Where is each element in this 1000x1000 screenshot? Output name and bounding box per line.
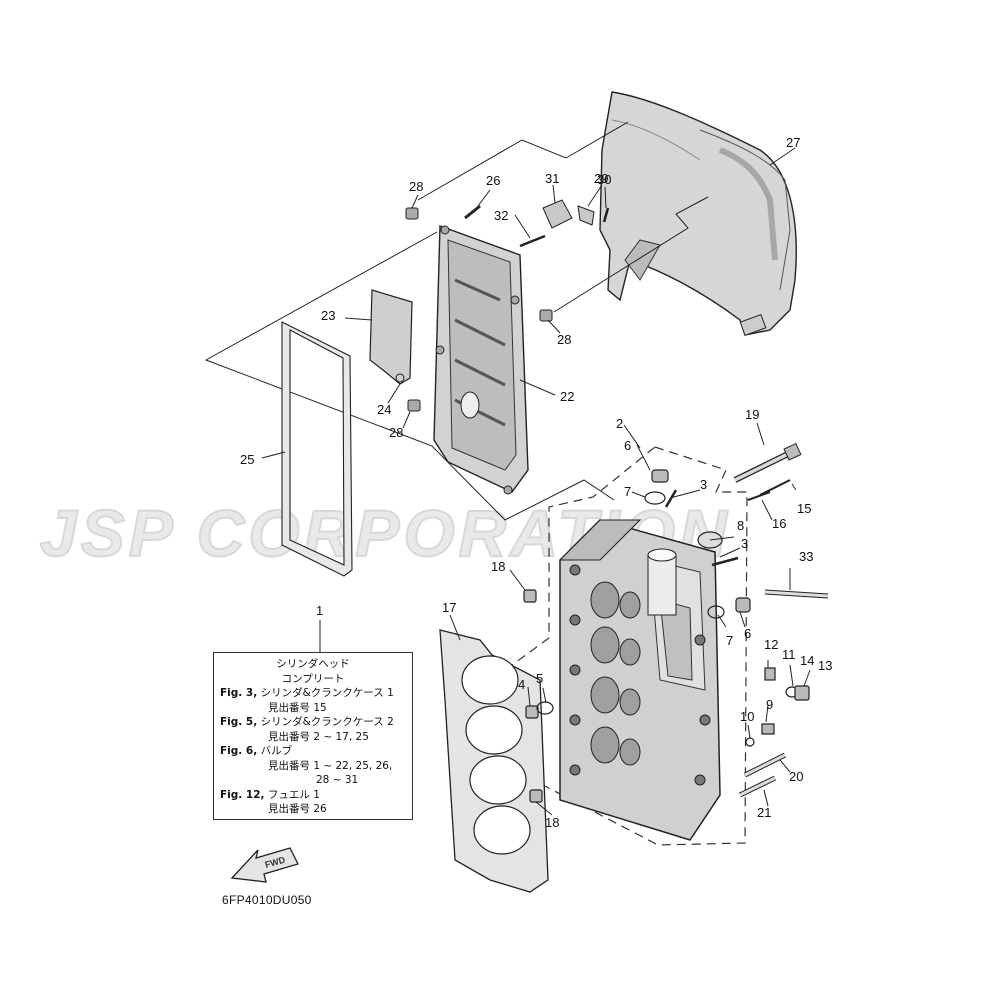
callout-21: 21: [757, 805, 772, 820]
callout-29: 29: [594, 171, 609, 186]
clip-29: [577, 205, 595, 226]
callout-3: 3: [700, 477, 708, 492]
cover-gasket: [281, 321, 353, 577]
callout-7: 7: [726, 633, 734, 648]
callout-25: 25: [240, 452, 255, 467]
small-fittings: [523, 469, 810, 803]
info-title-line1: シリンダヘッド: [276, 658, 350, 670]
diagram-code: 6FP4010DU050: [222, 893, 312, 907]
info-ref-2-fig: Fig. 5,: [220, 716, 258, 728]
callout-33: 33: [799, 549, 814, 564]
bolt-19: [733, 442, 802, 483]
callout-9: 9: [766, 697, 774, 712]
cover-plate-frame: [204, 231, 615, 521]
cover-leader-line: [417, 121, 629, 201]
leader-lines: [261, 147, 811, 816]
info-title-line2: コンプリート: [281, 672, 345, 685]
pin-15: [759, 479, 791, 496]
grommet-31: [542, 199, 573, 229]
callout-20: 20: [789, 769, 804, 784]
callout-6: 6: [624, 438, 632, 453]
callout-30: 30: [597, 172, 612, 187]
callout-22: 22: [560, 389, 575, 404]
callout-6: 6: [744, 626, 752, 641]
callout-17: 17: [442, 600, 457, 615]
info-ref-1: Fig. 3, シリンダ&クランクケース 1: [220, 686, 406, 701]
info-ref-4-text: フュエル 1: [267, 788, 320, 801]
bolt-28-right: [539, 309, 553, 322]
fwd-arrow: FWD: [230, 847, 299, 883]
callout-4: 4: [518, 677, 526, 692]
callout-26: 26: [486, 173, 501, 188]
cover-plate: [433, 225, 529, 495]
pin-16: [747, 491, 771, 501]
bolt-21: [738, 775, 777, 798]
callout-19: 19: [745, 407, 760, 422]
bolt-28-bottom: [407, 399, 421, 412]
callout-18: 18: [491, 559, 506, 574]
callout-28: 28: [557, 332, 572, 347]
info-ref-4-detail: 見出番号 26: [268, 803, 327, 815]
pin-26: [464, 204, 481, 220]
callout-15: 15: [797, 501, 812, 516]
info-ref-3-text: バルブ: [260, 745, 293, 757]
cover-leader-line-2: [553, 196, 709, 313]
info-ref-4-fig: Fig. 12,: [220, 788, 265, 801]
callout-5: 5: [536, 671, 544, 686]
exhaust-cover: [599, 91, 797, 336]
screw-30: [602, 207, 610, 223]
callout-28: 28: [409, 179, 424, 194]
callout-24: 24: [377, 402, 392, 417]
washer-24: [395, 373, 405, 383]
bolt-20: [743, 752, 787, 778]
anode-plate: [369, 289, 413, 385]
callout-18: 18: [545, 815, 560, 830]
info-ref-2-detail: 見出番号 2 ~ 17, 25: [268, 730, 369, 743]
info-ref-2-text: シリンダ&クランクケース 2: [260, 716, 394, 728]
pin-32: [519, 234, 546, 248]
callout-23: 23: [321, 308, 336, 323]
callout-32: 32: [494, 208, 509, 223]
head-gasket: [439, 629, 549, 893]
cylinder-head: [558, 519, 721, 841]
info-ref-3-fig: Fig. 6,: [220, 745, 258, 757]
info-ref-2: Fig. 5, シリンダ&クランクケース 2: [220, 715, 406, 730]
info-ref-3-detail: 見出番号 1 ~ 22, 25, 26,: [268, 759, 393, 772]
info-ref-4: Fig. 12, フュエル 1: [220, 788, 406, 803]
callout-2: 2: [616, 416, 624, 431]
callout-12: 12: [764, 637, 779, 652]
callout-27: 27: [786, 135, 801, 150]
callout-7: 7: [624, 484, 632, 499]
callout-13: 13: [818, 658, 833, 673]
callout-31: 31: [545, 171, 560, 186]
callout-1: 1: [316, 603, 324, 618]
callout-3: 3: [741, 536, 749, 551]
info-ref-1-detail: 見出番号 15: [268, 701, 327, 714]
callout-10: 10: [740, 709, 755, 724]
callout-8: 8: [737, 518, 745, 533]
info-ref-1-text: シリンダ&クランクケース 1: [260, 687, 394, 699]
info-ref-3: Fig. 6, バルブ: [220, 744, 406, 759]
reference-info-box: シリンダヘッド コンプリート Fig. 3, シリンダ&クランクケース 1 見出…: [213, 652, 413, 820]
callout-14: 14: [800, 653, 815, 668]
info-ref-1-fig: Fig. 3,: [220, 687, 258, 699]
info-ref-3-detail2: 28 ~ 31: [316, 774, 359, 786]
callout-11: 11: [782, 647, 796, 662]
callout-28: 28: [389, 425, 404, 440]
bolt-28-top: [405, 207, 419, 220]
spark-plug-33: [764, 589, 829, 599]
callout-16: 16: [772, 516, 787, 531]
